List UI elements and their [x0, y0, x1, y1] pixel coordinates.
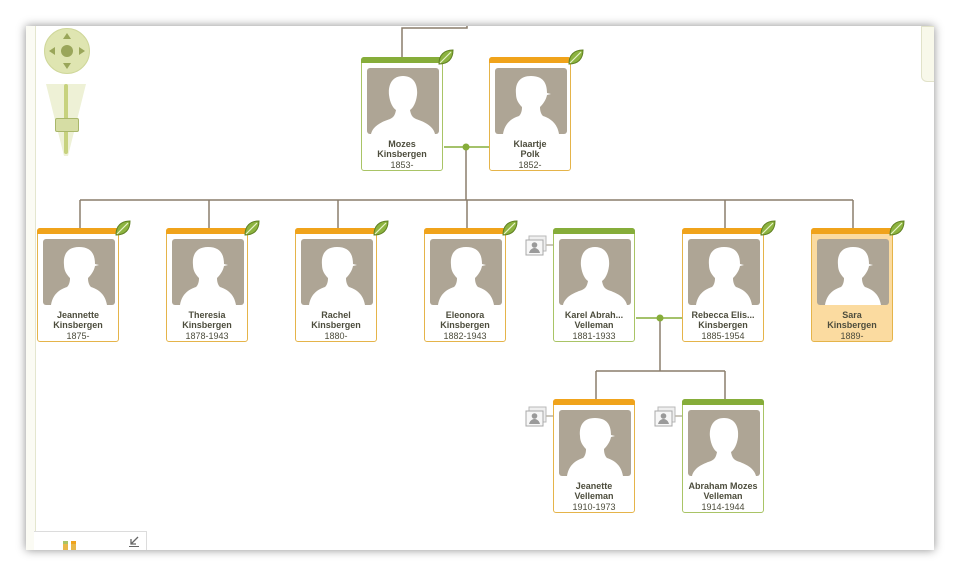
green-leaf-icon[interactable] [888, 219, 906, 237]
green-leaf-icon[interactable] [372, 219, 390, 237]
female-silhouette [688, 239, 760, 305]
zoom-handle[interactable] [55, 118, 79, 132]
green-leaf-icon[interactable] [567, 48, 585, 66]
male-silhouette [367, 68, 439, 134]
person-dates: 1852- [518, 160, 542, 170]
pan-control-icon [49, 33, 85, 69]
photos-icon[interactable] [525, 406, 547, 428]
photos-icon[interactable] [525, 235, 547, 257]
photos-icon[interactable] [654, 406, 676, 428]
minimap-icon [63, 541, 76, 550]
green-leaf-icon[interactable] [759, 219, 777, 237]
female-silhouette [301, 239, 373, 305]
person-dates: 1878-1943 [185, 331, 229, 341]
person-dates: 1882-1943 [443, 331, 487, 341]
person-dates: 1885-1954 [701, 331, 745, 341]
couple-dot-velleman [656, 314, 664, 322]
person-card-karel[interactable]: Karel Abrah...Velleman 1881-1933 [553, 228, 635, 342]
pan-control[interactable] [44, 28, 90, 74]
person-dates: 1881-1933 [572, 331, 616, 341]
person-dates: 1910-1973 [572, 502, 616, 512]
expand-minimap-icon[interactable] [127, 534, 141, 548]
person-dates: 1889- [840, 331, 864, 341]
person-dates: 1880- [324, 331, 348, 341]
tree-connectors [79, 26, 854, 417]
person-dates: 1875- [66, 331, 90, 341]
person-dates: 1853- [390, 160, 414, 170]
person-dates: 1914-1944 [701, 502, 745, 512]
left-panel-strip [26, 26, 36, 550]
minimap-panel[interactable] [34, 531, 147, 550]
female-silhouette [817, 239, 889, 305]
person-card-rebecca[interactable]: Rebecca Elis...Kinsbergen 1885-1954 [682, 228, 764, 342]
green-leaf-icon[interactable] [437, 48, 455, 66]
female-silhouette [430, 239, 502, 305]
green-leaf-icon[interactable] [501, 219, 519, 237]
green-leaf-icon[interactable] [243, 219, 261, 237]
male-silhouette [688, 410, 760, 476]
green-leaf-icon[interactable] [114, 219, 132, 237]
female-silhouette [495, 68, 567, 134]
male-silhouette [559, 239, 631, 305]
female-silhouette [43, 239, 115, 305]
person-name: Karel Abrah...Velleman [564, 310, 624, 330]
ancestor-connector [401, 26, 468, 57]
female-silhouette [559, 410, 631, 476]
female-silhouette [172, 239, 244, 305]
couple-dot-parents [462, 143, 470, 151]
side-panel-tab[interactable] [921, 26, 934, 82]
person-name: Rebecca Elis...Kinsbergen [691, 310, 755, 330]
